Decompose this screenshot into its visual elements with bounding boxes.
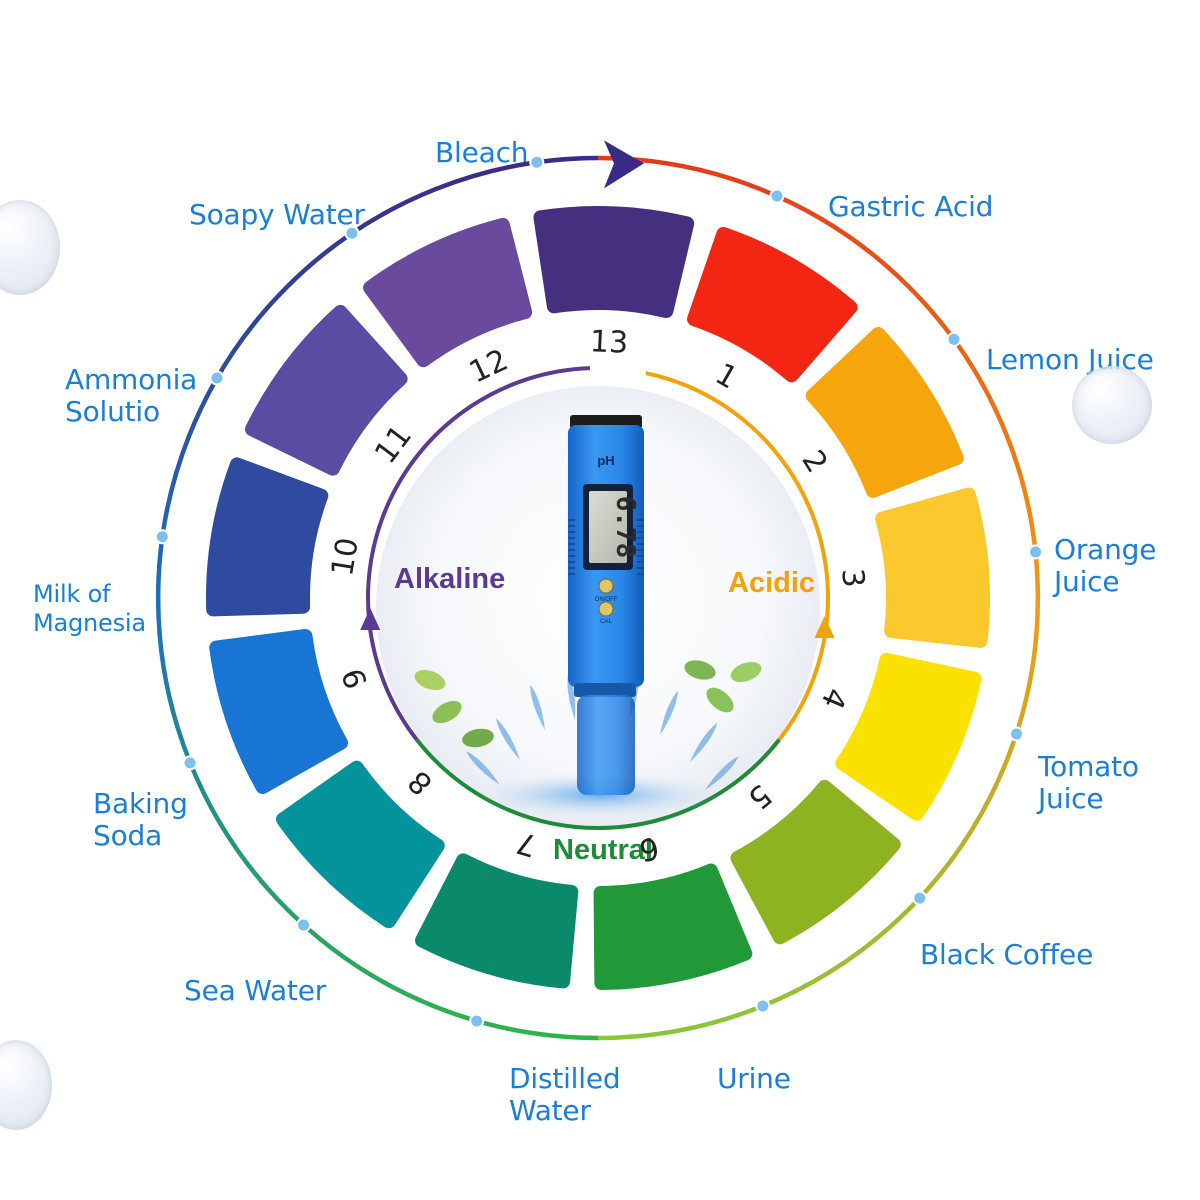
water-droplet (567, 672, 576, 720)
ph-segment-2 (805, 326, 964, 498)
ring-marker-dot (1008, 726, 1024, 742)
alkaline-arc (366, 366, 591, 741)
water-droplet (705, 756, 739, 790)
ring-marker-dot (755, 998, 771, 1014)
meter-onoff-label: ON/OFF (595, 597, 618, 603)
meter-reading: 6.78 (610, 496, 640, 559)
ring-marker-dot (769, 188, 785, 204)
ring-marker-dot (182, 755, 198, 771)
ring-marker-dot (912, 890, 928, 906)
ring-marker-dot (154, 529, 170, 545)
ph-segment-10 (206, 457, 329, 617)
meter-brand-text: pH (597, 453, 614, 468)
acidic-label: Acidic (728, 567, 816, 599)
meter-collar (574, 683, 636, 697)
ph-segment-4 (835, 652, 982, 821)
ph-segment-9 (209, 628, 348, 794)
alkaline-label: Alkaline (394, 563, 506, 595)
ph-segment-3 (875, 487, 990, 648)
ph-segment-6 (593, 863, 753, 990)
ring-marker-dot (1028, 544, 1044, 560)
ph-segment-8 (276, 760, 445, 929)
acidic-arc (645, 371, 830, 741)
label-urine: Urine (717, 1062, 791, 1095)
leaf (730, 661, 762, 683)
ring-marker-dot (469, 1013, 485, 1029)
ring-marker-dot (296, 917, 312, 933)
outer-ring-acidic (597, 155, 1041, 1041)
ring-marker-dot (209, 370, 225, 386)
leaf (432, 700, 462, 724)
neutral-arc (415, 738, 781, 830)
meter-cal-button (598, 601, 614, 617)
ph-segment-5 (730, 779, 901, 945)
leaf (706, 687, 734, 713)
ph-number-10: 10 (325, 535, 367, 579)
ph-segment-1 (687, 226, 858, 383)
ph-number-6: 6 (636, 829, 662, 868)
ring-marker-dot (344, 225, 360, 241)
water-droplet (466, 751, 500, 785)
meter-cal-label: CAL (600, 619, 612, 625)
meter-onoff-button (598, 578, 614, 594)
ph-segment-13 (533, 206, 695, 319)
ph-segment-12 (363, 217, 533, 368)
label-sea-water: Sea Water (184, 974, 327, 1007)
leaf (414, 669, 446, 691)
ring-arrowhead (603, 140, 644, 189)
label-soapy-water: Soapy Water (189, 198, 365, 231)
neutral-label: Neutral (553, 834, 653, 866)
meter-probe (577, 695, 635, 795)
ph-number-13: 13 (588, 324, 629, 362)
ring-marker-dot (529, 154, 545, 170)
alkaline-arrowhead (360, 608, 381, 631)
leaf (462, 728, 494, 748)
label-bleach: Bleach (435, 136, 529, 169)
ph-number-3: 3 (834, 566, 871, 589)
meter-lcd (589, 491, 627, 563)
leaf (684, 660, 716, 680)
outer-ring-alkaline (155, 155, 599, 1041)
water-bubble (1072, 366, 1152, 444)
acidic-arrowhead (814, 615, 835, 638)
water-droplet (690, 722, 718, 762)
ph-segment-11 (244, 304, 408, 476)
ph-segment-7 (415, 853, 579, 989)
label-black-coffee: Black Coffee (920, 938, 1094, 971)
ring-marker-dot (946, 331, 962, 347)
label-gastric-acid: Gastric Acid (828, 190, 994, 223)
water-droplet (496, 718, 520, 760)
water-droplet (660, 690, 678, 735)
water-droplet (530, 684, 545, 730)
